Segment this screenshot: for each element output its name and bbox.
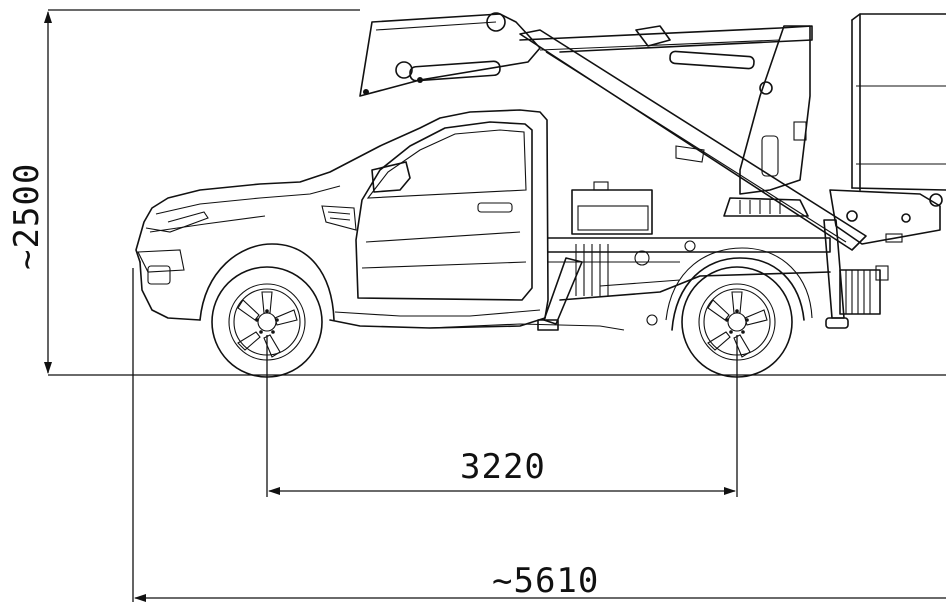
height-label: ~2500 bbox=[7, 163, 47, 270]
wheelbase-dimension: 3220 bbox=[266, 335, 738, 497]
rear-wheel bbox=[665, 247, 813, 378]
length-dimension: ~5610 bbox=[132, 268, 946, 602]
chassis-frame bbox=[427, 181, 889, 331]
work-basket bbox=[851, 13, 946, 207]
front-wheel bbox=[199, 243, 335, 378]
truck-body bbox=[135, 109, 549, 329]
wheelbase-label: 3220 bbox=[460, 447, 546, 487]
height-dimension: ~2500 bbox=[7, 11, 52, 374]
aerial-boom bbox=[359, 12, 941, 251]
ground-line bbox=[48, 9, 946, 376]
length-label: ~5610 bbox=[492, 561, 599, 601]
